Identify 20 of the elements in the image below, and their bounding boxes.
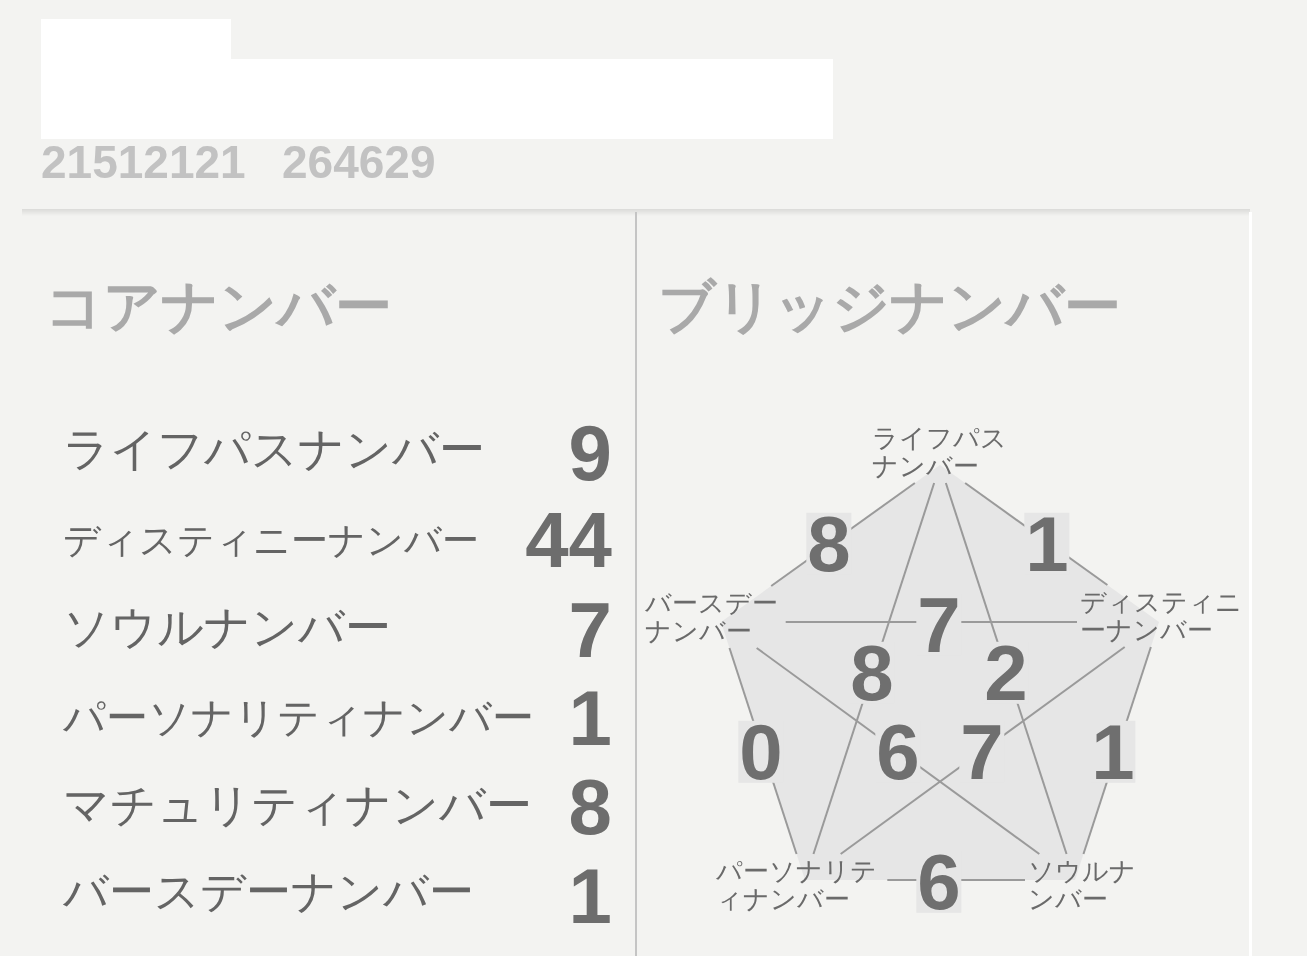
row-label: マチュリティナンバー (63, 778, 532, 834)
vertex-label: ディスティニーナンバー (1080, 588, 1249, 644)
vertex-label: ライフパスナンバー (872, 424, 1010, 480)
section-heading: ブリッジナンバー (658, 271, 1121, 341)
row-label: ソウルナンバー (63, 600, 391, 656)
row-value: 44 (525, 506, 612, 574)
row-label: パーソナリティナンバー (63, 693, 534, 743)
row-value: 1 (568, 862, 612, 930)
vertex-label: パーソナリティナンバー (716, 857, 885, 913)
row-label: ライフパスナンバー (63, 422, 485, 478)
edge-label: 8 (849, 641, 895, 705)
row-value: 8 (568, 773, 612, 841)
section-heading: コアナンバー (45, 271, 392, 341)
row-value: 9 (568, 419, 612, 487)
row-value: 7 (568, 596, 612, 664)
row-value: 1 (568, 684, 612, 752)
row-label: バースデーナンバー (63, 865, 474, 919)
row-label: ディスティニーナンバー (63, 519, 479, 563)
vertex-label: バースデーナンバー (645, 589, 783, 645)
vertex-label: ソウルナンバー (1028, 857, 1141, 913)
